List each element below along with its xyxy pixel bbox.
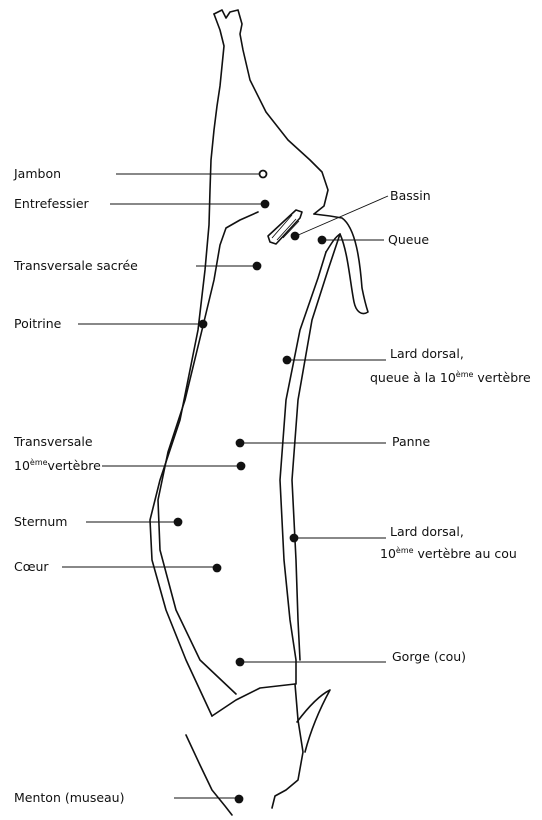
- point-transversale-10: [237, 462, 246, 471]
- label-lard-dorsal-1-line1: Lard dorsal,: [390, 346, 464, 361]
- point-coeur: [213, 564, 222, 573]
- point-lard-dorsal-1: [283, 356, 292, 365]
- label-entrefessier: Entrefessier: [14, 196, 90, 211]
- label-lard-dorsal-2-line2: 10ème vertèbre au cou: [380, 545, 517, 561]
- point-jambon: [260, 171, 267, 178]
- point-poitrine: [199, 320, 208, 329]
- label-sternum: Sternum: [14, 514, 67, 529]
- point-panne: [236, 439, 245, 448]
- left-labels: Jambon Entrefessier Transversale sacrée …: [13, 166, 138, 805]
- right-labels: Bassin Queue Lard dorsal, queue à la 10è…: [370, 188, 531, 664]
- label-poitrine: Poitrine: [14, 316, 62, 331]
- point-menton: [235, 795, 244, 804]
- point-transversale-sacree: [253, 262, 262, 271]
- label-menton: Menton (museau): [14, 790, 124, 805]
- leader-bassin: [296, 196, 388, 236]
- label-transversale-10-line2: 10èmevertèbre: [14, 457, 101, 473]
- label-gorge: Gorge (cou): [392, 649, 466, 664]
- label-jambon: Jambon: [13, 166, 61, 181]
- label-bassin: Bassin: [390, 188, 431, 203]
- point-entrefessier: [261, 200, 270, 209]
- point-bassin: [291, 232, 300, 241]
- label-lard-dorsal-2-line1: Lard dorsal,: [390, 524, 464, 539]
- carcass-outline: [150, 10, 368, 815]
- label-transversale-10-line1: Transversale: [13, 434, 93, 449]
- label-panne: Panne: [392, 434, 430, 449]
- point-lard-dorsal-2: [290, 534, 299, 543]
- point-gorge: [236, 658, 245, 667]
- point-sternum: [174, 518, 183, 527]
- label-lard-dorsal-1-line2: queue à la 10ème vertèbre: [370, 369, 531, 385]
- label-coeur: Cœur: [14, 559, 49, 574]
- point-queue: [318, 236, 327, 245]
- label-transversale-sacree: Transversale sacrée: [13, 258, 138, 273]
- measurement-points: [174, 171, 327, 804]
- label-queue: Queue: [388, 232, 429, 247]
